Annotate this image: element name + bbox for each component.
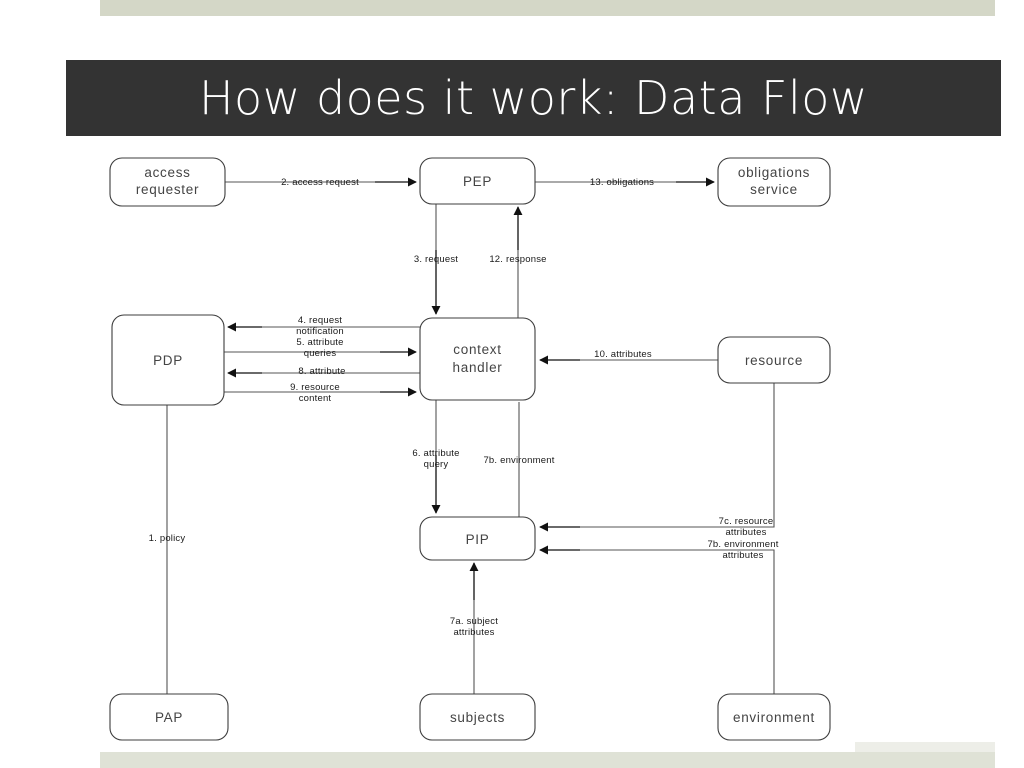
edge-13-obligations: 13. obligations (535, 177, 715, 188)
edge-label-12: 12. response (489, 254, 546, 265)
node-label-pdp: PDP (153, 353, 183, 368)
edge-label-7b-line1: 7b. environment (707, 539, 778, 550)
decorative-bar-bottom (100, 752, 995, 768)
edge-label-1: 1. policy (149, 533, 186, 544)
node-label-environment: environment (733, 710, 815, 725)
edge-label-11-line1: 9. resource (290, 382, 340, 393)
edge-label-4-line2: notification (296, 326, 344, 337)
node-resource[interactable]: resource (717, 336, 831, 384)
edge-3-request: 3. request (414, 204, 458, 315)
edge-label-7a-line1: 7a. subject (450, 616, 498, 627)
edge-label-7c-line2: attributes (725, 527, 766, 538)
edge-label-5-line1: 5. attribute (296, 337, 343, 348)
edge-label-10: 8. attribute (298, 366, 345, 377)
edge-4-request-notification: 4. request notification (227, 315, 420, 337)
node-context-handler[interactable]: context handler (419, 317, 536, 401)
node-environment[interactable]: environment (717, 693, 831, 741)
edge-11-response-context: 9. resource content (224, 382, 417, 404)
node-label-pep: PEP (463, 174, 492, 189)
node-access-requester[interactable]: access requester (109, 157, 226, 207)
node-pip[interactable]: PIP (419, 516, 536, 561)
edge-1-policy: 1. policy (149, 405, 186, 694)
edge-label-8: 7b. environment (483, 455, 554, 466)
edge-label-2: 2. access request (281, 177, 359, 188)
edge-9-resource-content: 10. attributes (539, 349, 718, 365)
node-label-pip: PIP (466, 532, 490, 547)
node-label-context-handler-line1: context (453, 342, 501, 357)
edge-label-6-line2: query (424, 459, 449, 470)
decorative-bar-top (100, 0, 995, 16)
node-label-context-handler-line2: handler (453, 360, 503, 375)
decorative-bar-bottom-accent (855, 742, 995, 754)
edge-5-attribute-queries: 5. attribute queries (224, 337, 417, 359)
edge-label-6-line1: 6. attribute (412, 448, 459, 459)
node-obligations-service[interactable]: obligations service (717, 157, 831, 207)
edge-8-attribute: 7b. environment (483, 402, 555, 517)
edge-label-4-line1: 4. request (298, 315, 342, 326)
node-pep[interactable]: PEP (419, 157, 536, 205)
node-label-access-requester-line2: requester (136, 182, 199, 197)
edge-label-7b-line2: attributes (722, 550, 763, 561)
edge-label-7c-line1: 7c. resource (719, 516, 774, 527)
node-pap[interactable]: PAP (109, 693, 229, 741)
edge-label-7a-line2: attributes (453, 627, 494, 638)
edge-7a-subject-attributes: 7a. subject attributes (450, 562, 498, 694)
node-label-obligations-line1: obligations (738, 165, 810, 180)
edge-label-9-line1: 10. attributes (594, 349, 652, 360)
edge-label-3: 3. request (414, 254, 458, 265)
edge-6-attribute-query: 6. attribute query (412, 400, 459, 514)
node-pdp[interactable]: PDP (111, 314, 225, 406)
slide-title-band: How does it work: Data Flow (66, 60, 1001, 136)
edge-7b-environment-attributes: 7b. environment attributes (539, 539, 779, 694)
node-label-pap: PAP (155, 710, 183, 725)
node-label-access-requester-line1: access (144, 165, 190, 180)
node-label-resource: resource (745, 353, 803, 368)
edge-2-access-request: 2. access request (225, 177, 417, 188)
edge-7c-resource-attributes: 7c. resource attributes (539, 383, 775, 538)
edge-10-attributes: 8. attribute (227, 366, 420, 378)
edge-label-13: 13. obligations (590, 177, 654, 188)
node-subjects[interactable]: subjects (419, 693, 536, 741)
edge-label-5-line2: queries (304, 348, 337, 359)
node-label-obligations-line2: service (750, 182, 798, 197)
page-title: How does it work: Data Flow (198, 71, 869, 125)
node-label-subjects: subjects (450, 710, 505, 725)
edge-label-11-line2: content (299, 393, 332, 404)
